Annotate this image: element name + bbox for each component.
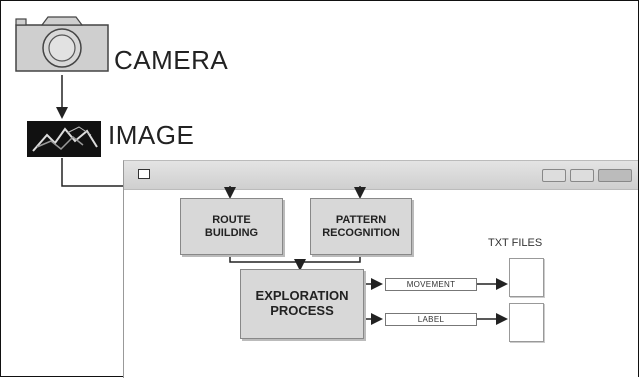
label-label: LABEL bbox=[385, 313, 477, 326]
maximize-button[interactable] bbox=[570, 169, 594, 182]
image-label: IMAGE bbox=[108, 120, 195, 150]
camera-icon bbox=[15, 16, 109, 72]
camera-label: CAMERA bbox=[114, 45, 229, 75]
txt-files-label: TXT FILES bbox=[488, 237, 543, 249]
txt-file-label bbox=[509, 303, 544, 342]
application-window bbox=[123, 160, 638, 378]
exploration-process-box: EXPLORATION PROCESS bbox=[240, 269, 364, 339]
image-thumbnail bbox=[27, 121, 101, 157]
movement-label: MOVEMENT bbox=[385, 278, 477, 291]
route-building-box: ROUTE BUILDING bbox=[180, 198, 283, 255]
pattern-recognition-box: PATTERN RECOGNITION bbox=[310, 198, 412, 255]
minimize-button[interactable] bbox=[542, 169, 566, 182]
folder-icon bbox=[138, 169, 150, 179]
txt-file-movement bbox=[509, 258, 544, 297]
close-button[interactable] bbox=[598, 169, 632, 182]
window-titlebar bbox=[124, 161, 638, 190]
